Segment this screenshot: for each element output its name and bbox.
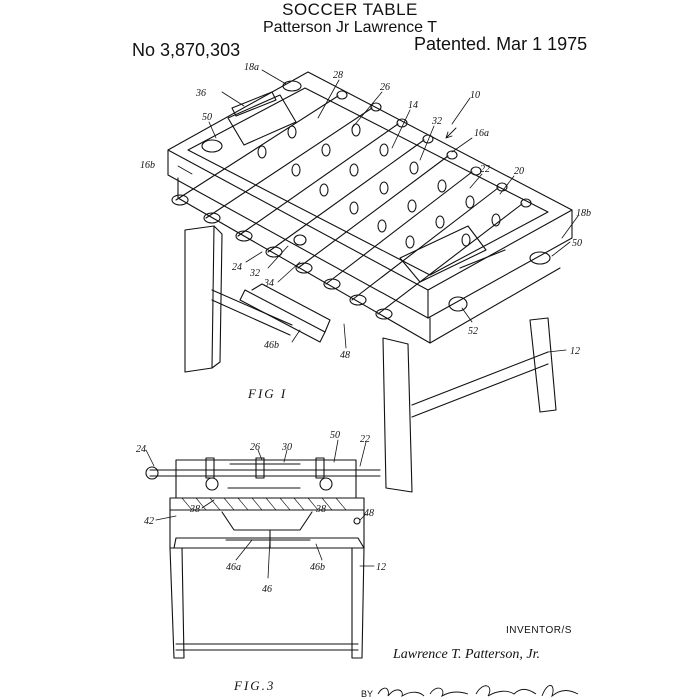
signature-scribble bbox=[378, 685, 578, 696]
ref-24: 24 bbox=[136, 444, 146, 455]
fig1-table-drawing bbox=[168, 72, 572, 492]
ref-50: 50 bbox=[330, 430, 340, 441]
ref-52: 52 bbox=[468, 326, 478, 337]
fig1-leader-lines bbox=[178, 70, 578, 352]
fig3-reference-numerals: 24 26 30 50 22 38 38 42 48 46a 46b 46 12 bbox=[136, 430, 386, 595]
ref-36: 36 bbox=[195, 88, 206, 99]
figure-3-label: FIG.3 bbox=[234, 678, 275, 694]
ref-32-bottom: 32 bbox=[249, 268, 260, 279]
ref-28: 28 bbox=[333, 70, 343, 81]
ref-32-top: 32 bbox=[431, 116, 442, 127]
fig3-leader-lines bbox=[146, 440, 374, 578]
ref-22: 22 bbox=[360, 434, 370, 445]
fig1-player-rods bbox=[172, 91, 531, 319]
ref-22: 22 bbox=[480, 164, 490, 175]
by-label: BY bbox=[361, 689, 373, 699]
ref-46a: 46a bbox=[226, 562, 241, 573]
ref-18b: 18b bbox=[576, 208, 591, 219]
ref-46b: 46b bbox=[310, 562, 325, 573]
ref-46: 46 bbox=[262, 584, 272, 595]
ref-50-right: 50 bbox=[572, 238, 582, 249]
ref-20: 20 bbox=[514, 166, 524, 177]
ref-26: 26 bbox=[380, 82, 390, 93]
ref-12: 12 bbox=[376, 562, 386, 573]
ref-48: 48 bbox=[364, 508, 374, 519]
fig1-players bbox=[258, 124, 500, 248]
ref-18a: 18a bbox=[244, 62, 259, 73]
inventor-name: Lawrence T. Patterson, Jr. bbox=[393, 647, 540, 663]
ref-16b: 16b bbox=[140, 160, 155, 171]
ref-34: 34 bbox=[263, 278, 274, 289]
ref-14: 14 bbox=[408, 100, 418, 111]
ref-38-left: 38 bbox=[189, 504, 200, 515]
figure-1-label: FIG I bbox=[248, 386, 287, 402]
ref-16a: 16a bbox=[474, 128, 489, 139]
ref-48: 48 bbox=[340, 350, 350, 361]
ref-30: 30 bbox=[281, 442, 292, 453]
ref-46b: 46b bbox=[264, 340, 279, 351]
ref-24: 24 bbox=[232, 262, 242, 273]
ref-50-left: 50 bbox=[202, 112, 212, 123]
ref-12: 12 bbox=[570, 346, 580, 357]
inventors-label: INVENTOR/S bbox=[506, 625, 572, 636]
ref-42: 42 bbox=[144, 516, 154, 527]
fig1-reference-numerals: 18a 28 36 26 14 10 50 32 16a 16b 22 20 1… bbox=[140, 62, 591, 361]
ref-10: 10 bbox=[470, 90, 480, 101]
fig3-elevation-drawing bbox=[146, 458, 380, 658]
ref-38-right: 38 bbox=[315, 504, 326, 515]
ref-26: 26 bbox=[250, 442, 260, 453]
